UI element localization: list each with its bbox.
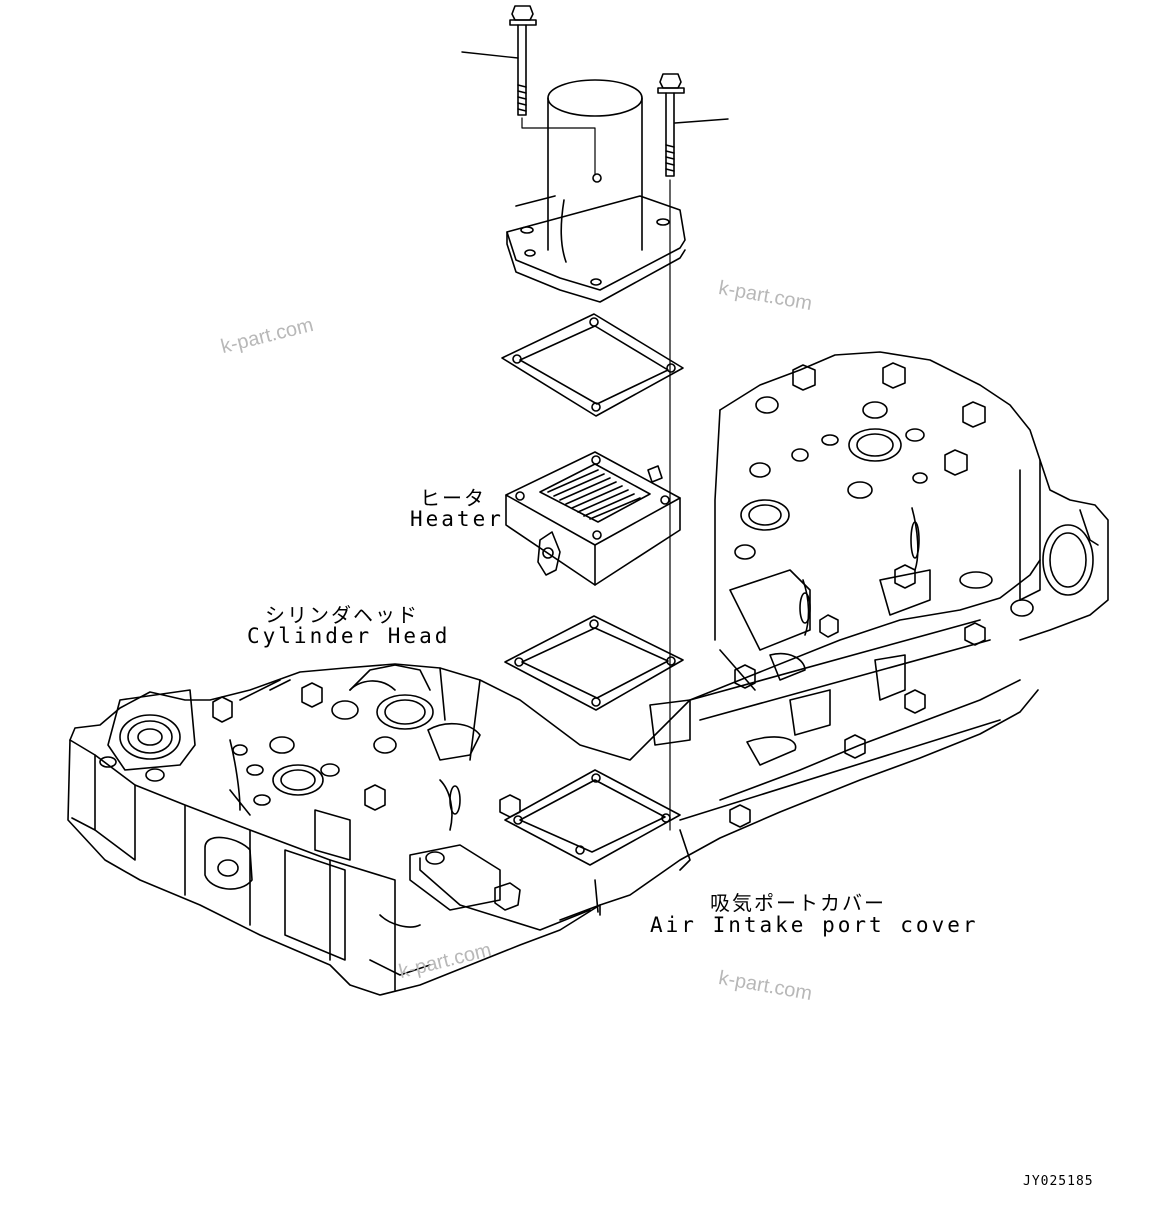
leader-left-bolt xyxy=(461,51,519,59)
heater-label-jp: ヒータ xyxy=(420,486,486,510)
bolt-left xyxy=(509,5,596,176)
drawing-code: JY025185 xyxy=(1023,1174,1094,1189)
air-intake-label-jp: 吸気ポートカバー xyxy=(710,891,886,915)
gasket-lower xyxy=(504,615,684,711)
cylinder-head-label-en: Cylinder Head xyxy=(247,624,451,648)
cylinder-head-label-jp: シリンダヘッド xyxy=(265,603,419,627)
bolt-right xyxy=(657,73,685,831)
cylinder-head-lower xyxy=(67,559,1041,996)
cylinder-head-upper xyxy=(649,351,1109,828)
heater-unit xyxy=(505,451,681,586)
leader-right-bolt xyxy=(674,118,729,124)
gasket-upper xyxy=(501,313,684,417)
heater-label-en: Heater xyxy=(410,507,504,531)
intake-pipe xyxy=(506,79,686,303)
air-intake-label-en: Air Intake port cover xyxy=(650,913,979,937)
